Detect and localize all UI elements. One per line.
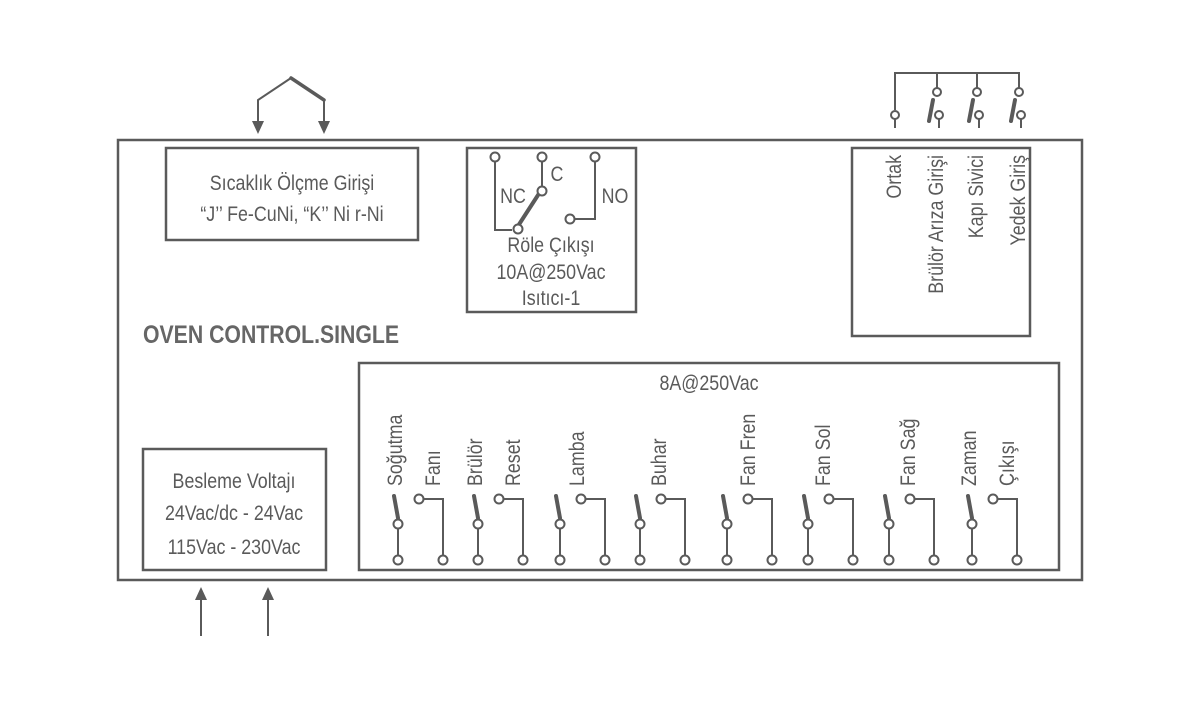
input-label-spare: Yedek Giriş — [1007, 155, 1031, 246]
input-switch-icon — [927, 87, 944, 128]
power-supply-voltage-low: 24Vac/dc - 24Vac — [165, 502, 303, 526]
relay-output-label: Soğutma — [384, 414, 408, 486]
relay-output-label: Fan Fren — [737, 414, 761, 486]
input-label-common: Ortak — [883, 155, 907, 199]
temperature-input-block: Sıcaklık Ölçme Girişi “J’’ Fe-CuNi, “K’’… — [164, 146, 420, 242]
input-label-burner-fault: Brülör Arıza Girişi — [925, 155, 949, 294]
relay-output-title: Röle Çıkışı — [507, 234, 594, 258]
power-supply-block: Besleme Voltajı 24Vac/dc - 24Vac 115Vac … — [141, 447, 328, 636]
temperature-input-label: Sıcaklık Ölçme Girişi — [210, 172, 374, 196]
c-label: C — [551, 163, 564, 187]
nc-label: NC — [500, 185, 526, 209]
relay-output-label: Buhar — [648, 438, 672, 486]
no-label: NO — [602, 185, 629, 209]
device-title: OVEN CONTROL.SINGLE — [143, 320, 399, 348]
digital-inputs-block: Ortak Brülör Arıza Girişi Kapı Sivici Ye… — [850, 146, 1032, 338]
thermocouple-types: “J’’ Fe-CuNi, “K’’ Ni r-Ni — [200, 203, 383, 227]
relay-output: Fan Sol — [802, 425, 859, 566]
relay-output-label: Çıkışı — [996, 440, 1020, 486]
arrow-down-icon — [252, 121, 264, 134]
relay-output: Fan Fren — [721, 414, 778, 566]
relay-function: Isıtıcı-1 — [522, 287, 580, 311]
relay-rating: 10A@250Vac — [497, 261, 606, 285]
power-supply-voltage-high: 115Vac - 230Vac — [168, 536, 301, 560]
thermocouple-symbol — [252, 76, 330, 134]
controller-outline — [116, 138, 1084, 582]
arrow-up-icon — [262, 587, 274, 600]
outputs-rating: 8A@250Vac — [659, 372, 758, 396]
relay-output: Zaman Çıkışı — [958, 431, 1023, 566]
relay-output-block: NC C NO Röle Çıkışı 10A@250Vac Isıtıcı-1 — [465, 146, 638, 314]
relay-output-label: Zaman — [958, 431, 982, 486]
relay-output: Buhar — [634, 438, 691, 566]
relay-output-label: Brülör — [464, 438, 488, 486]
input-switch-icon — [967, 87, 984, 128]
arrow-up-icon — [195, 587, 207, 600]
input-switch-icon — [1009, 87, 1026, 128]
relay-output-label: Fan Sol — [812, 425, 836, 486]
relay-output-label: Reset — [502, 439, 526, 486]
arrow-down-icon — [318, 121, 330, 134]
input-label-door-switch: Kapı Sivici — [965, 155, 989, 238]
relay-output-label: Fanı — [422, 450, 446, 486]
relay-output: Fan Sağ — [883, 419, 940, 566]
relay-output: Brülör Reset — [464, 438, 529, 566]
power-supply-title: Besleme Voltajı — [173, 470, 296, 494]
relay-output-label: Lamba — [566, 431, 590, 486]
digital-inputs-terminals — [890, 72, 1026, 128]
relay-output: Lamba — [554, 431, 611, 566]
relay-output-label: Fan Sağ — [897, 419, 921, 486]
